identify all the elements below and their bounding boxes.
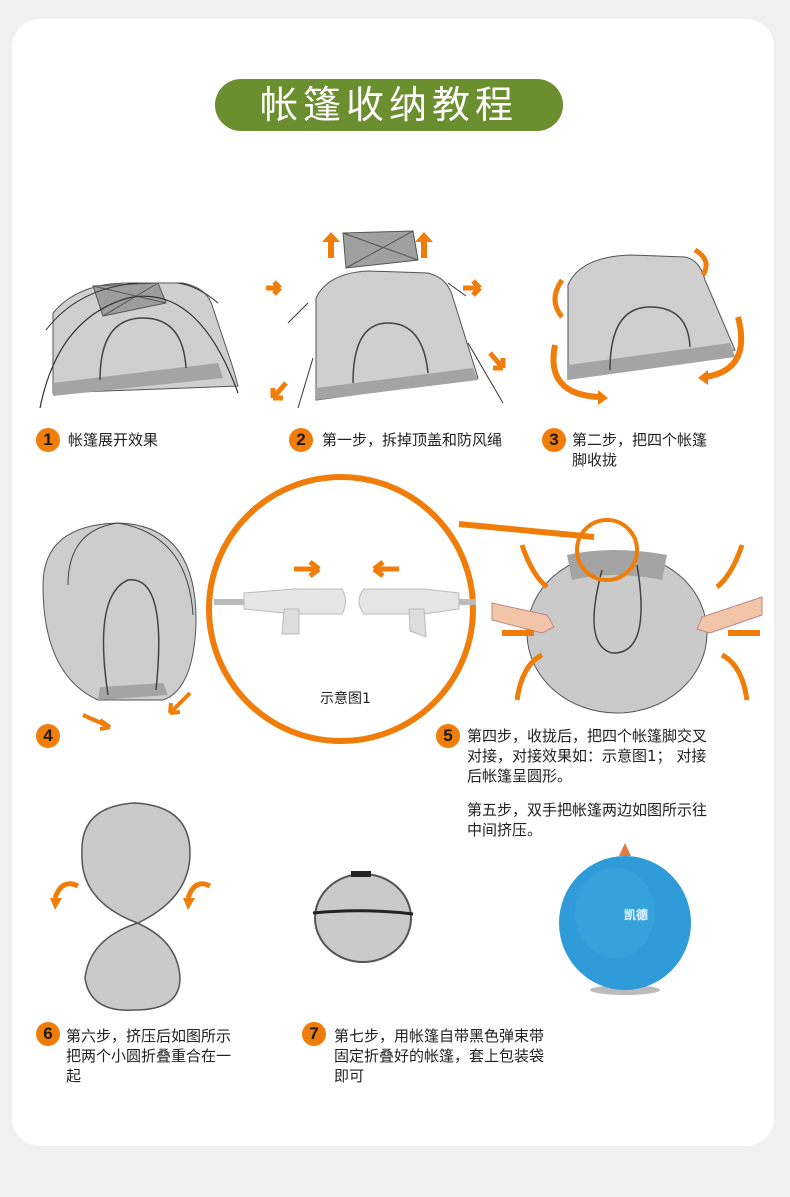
step-number-7: 7 <box>302 1022 326 1046</box>
step-6-caption-line-3: 起 <box>66 1067 82 1085</box>
step-5-caption-line-2: 对接，对接效果如：示意图1； 对接 <box>467 747 707 765</box>
step-5b-caption-line-1: 第五步，双手把帐篷两边如图所示往 <box>467 801 708 819</box>
storage-bag-icon <box>559 843 691 995</box>
tent-expanded-icon <box>39 282 239 409</box>
tent-gathered-icon <box>42 522 197 731</box>
step-3-caption: 第二步，把四个帐篷 脚收拢 <box>572 430 707 470</box>
page-title: 帐篷收纳教程 <box>215 79 563 131</box>
tent-round-squeeze-icon <box>491 518 763 714</box>
step-number-3: 3 <box>542 428 566 452</box>
step-number-1: 1 <box>36 428 60 452</box>
step-6-caption-line-2: 把两个小圆折叠重合在一 <box>66 1047 232 1065</box>
step-7-caption-line-2: 固定折叠好的帐篷，套上包装袋 <box>334 1047 545 1065</box>
step-7-caption: 第七步，用帐篷自带黑色弹束带 固定折叠好的帐篷，套上包装袋 即可 <box>334 1026 544 1086</box>
step-6-caption: 第六步，挤压后如图所示 把两个小圆折叠重合在一 起 <box>66 1026 231 1086</box>
step-5b-caption-line-2: 中间挤压。 <box>467 821 543 839</box>
step-number-6: 6 <box>36 1022 60 1046</box>
step-3-caption-line-2: 脚收拢 <box>572 451 618 469</box>
step-5-caption: 第四步，收拢后，把四个帐篷脚交叉 对接，对接效果如：示意图1； 对接 后帐篷呈圆… <box>467 726 707 840</box>
step-number-5: 5 <box>436 724 460 748</box>
tent-fold-corners-icon <box>550 247 745 405</box>
step-3-caption-line-1: 第二步，把四个帐篷 <box>572 431 708 449</box>
step-1-caption: 帐篷展开效果 <box>68 431 159 449</box>
tent-remove-cover-icon <box>266 230 506 409</box>
tent-figure-eight-icon <box>50 802 212 1011</box>
step-5-caption-line-3: 后帐篷呈圆形。 <box>467 767 573 785</box>
diagram-label: 示意图1 <box>320 691 371 707</box>
pole-connector-icon <box>206 474 595 744</box>
bag-brand-logo: 凯德 <box>624 908 649 922</box>
step-7-caption-line-3: 即可 <box>334 1067 365 1085</box>
step-number-2: 2 <box>289 428 313 452</box>
tent-folded-strapped-icon <box>312 871 414 963</box>
step-6-caption-line-1: 第六步，挤压后如图所示 <box>66 1027 232 1045</box>
step-7-caption-line-1: 第七步，用帐篷自带黑色弹束带 <box>334 1027 545 1045</box>
step-5-caption-line-1: 第四步，收拢后，把四个帐篷脚交叉 <box>467 727 708 745</box>
step-2-caption: 第一步，拆掉顶盖和防风绳 <box>322 431 503 449</box>
step-number-4: 4 <box>36 724 60 748</box>
